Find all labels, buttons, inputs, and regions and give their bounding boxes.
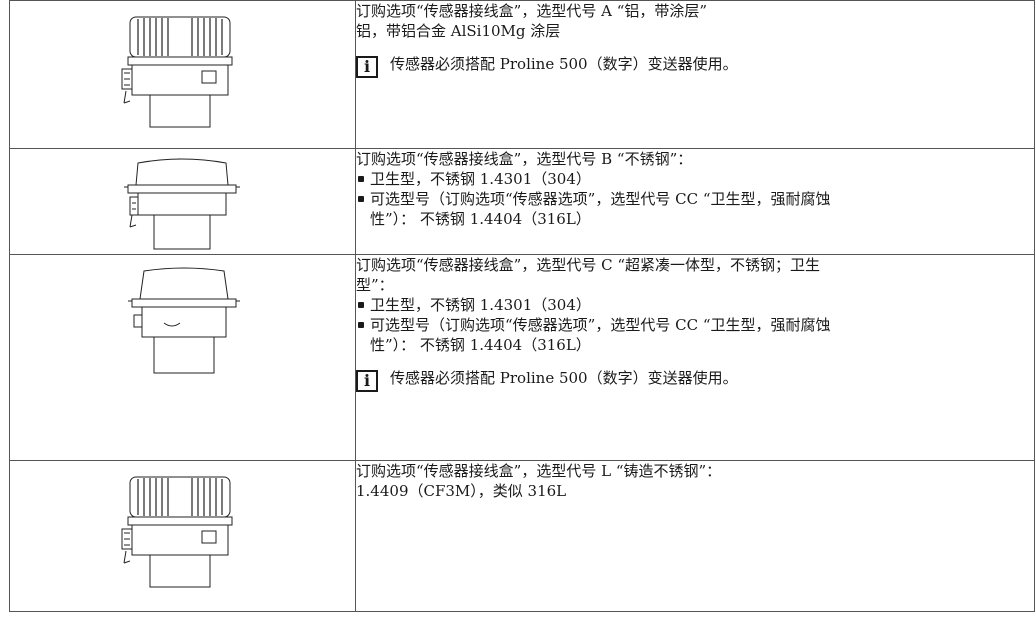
description-line: 型”： [356,276,394,294]
list-item: 可选型号（订购选项“传感器选项”，选型代号 CC “卫生型，强耐腐蚀 性”）： … [356,315,1034,355]
description-line: 1.4409（CF3M），类似 316L [356,482,567,500]
housing-ultracompact-drawing [128,267,240,374]
table-row: 订购选项“传感器接线盒”，选型代号 C “超紧凑一体型，不锈钢；卫生 型”： 卫… [9,254,1035,461]
information-icon: i [356,370,378,392]
table-row: 订购选项“传感器接线盒”，选型代号 B “不锈钢”： 卫生型，不锈钢 1.430… [9,148,1035,255]
description-cell: 订购选项“传感器接线盒”，选型代号 C “超紧凑一体型，不锈钢；卫生 型”： 卫… [355,254,1035,461]
note-text: 传感器必须搭配 Proline 500（数字）变送器使用。 [390,55,738,73]
note: i 传感器必须搭配 Proline 500（数字）变送器使用。 [356,53,1034,78]
housing-options-table: 订购选项“传感器接线盒”，选型代号 A “铝，带涂层” 铝，带铝合金 AlSi1… [9,0,1035,612]
description-line: 铝，带铝合金 AlSi10Mg 涂层 [356,22,561,40]
description-line: 订购选项“传感器接线盒”，选型代号 C “超紧凑一体型，不锈钢；卫生 [356,256,821,274]
image-cell [9,0,356,149]
housing-stainless-drawing [124,158,240,250]
table-row: 订购选项“传感器接线盒”，选型代号 A “铝，带涂层” 铝，带铝合金 AlSi1… [9,0,1035,149]
image-cell [9,460,356,612]
description-cell: 订购选项“传感器接线盒”，选型代号 L “铸造不锈钢”： 1.4409（CF3M… [355,460,1035,612]
description-cell: 订购选项“传感器接线盒”，选型代号 B “不锈钢”： 卫生型，不锈钢 1.430… [355,148,1035,255]
housing-cast-stainless-drawing [121,476,233,588]
description-line: 订购选项“传感器接线盒”，选型代号 L “铸造不锈钢”： [356,462,722,480]
description-line: 订购选项“传感器接线盒”，选型代号 A “铝，带涂层” [356,2,708,20]
list-item: 卫生型，不锈钢 1.4301（304） [356,295,1034,315]
bullet-list: 卫生型，不锈钢 1.4301（304） 可选型号（订购选项“传感器选项”，选型代… [356,295,1034,355]
image-cell [9,254,356,461]
housing-aluminium-drawing [121,16,233,128]
description-line: 订购选项“传感器接线盒”，选型代号 B “不锈钢”： [356,150,693,168]
table-row: 订购选项“传感器接线盒”，选型代号 L “铸造不锈钢”： 1.4409（CF3M… [9,460,1035,612]
list-item: 卫生型，不锈钢 1.4301（304） [356,169,1034,189]
description-cell: 订购选项“传感器接线盒”，选型代号 A “铝，带涂层” 铝，带铝合金 AlSi1… [355,0,1035,149]
information-icon: i [356,56,378,78]
note: i 传感器必须搭配 Proline 500（数字）变送器使用。 [356,367,1034,392]
note-text: 传感器必须搭配 Proline 500（数字）变送器使用。 [390,369,738,387]
list-item: 可选型号（订购选项“传感器选项”，选型代号 CC “卫生型，强耐腐蚀 性”）： … [356,189,1034,229]
image-cell [9,148,356,255]
bullet-list: 卫生型，不锈钢 1.4301（304） 可选型号（订购选项“传感器选项”，选型代… [356,169,1034,229]
